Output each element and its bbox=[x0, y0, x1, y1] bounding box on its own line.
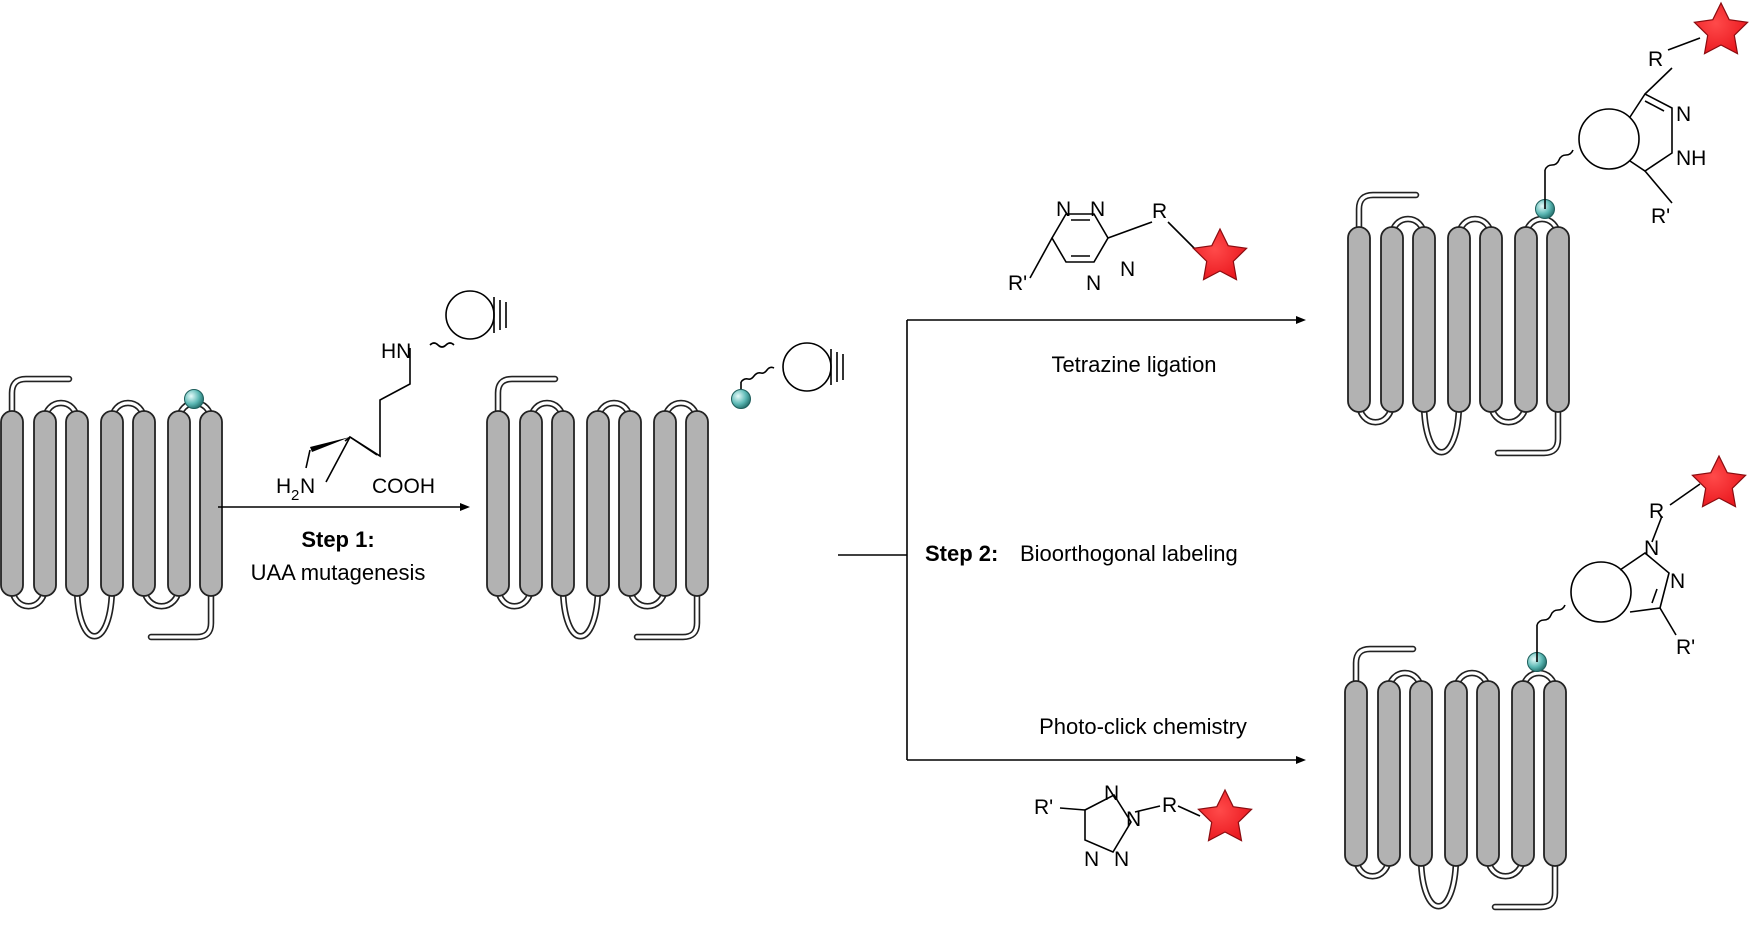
fluorophore-star-icon bbox=[1192, 228, 1248, 281]
fluorophore-star-icon bbox=[1691, 455, 1747, 508]
step1-subtitle: UAA mutagenesis bbox=[251, 560, 426, 585]
svg-text:R': R' bbox=[1676, 636, 1695, 659]
svg-text:N: N bbox=[1086, 272, 1101, 295]
fluorophore-star-icon bbox=[1197, 789, 1253, 842]
step2-title: Step 2: bbox=[925, 541, 998, 566]
step2-subtitle: Bioorthogonal labeling bbox=[1020, 541, 1238, 566]
svg-text:R: R bbox=[1162, 794, 1177, 817]
cyclooctyne-ring-icon bbox=[782, 342, 844, 392]
svg-text:N: N bbox=[1126, 808, 1141, 831]
svg-text:N: N bbox=[1644, 537, 1659, 560]
h2n-label-n: N bbox=[300, 475, 315, 498]
svg-text:R': R' bbox=[1651, 205, 1670, 228]
svg-text:N: N bbox=[1120, 258, 1135, 281]
tetrazine-structure: N N N N R R' bbox=[1008, 198, 1197, 295]
gpcr-icon bbox=[1, 379, 222, 637]
tetrazine-ligation-label: Tetrazine ligation bbox=[1051, 352, 1216, 377]
step1-title: Step 1: bbox=[301, 527, 374, 552]
svg-text:N: N bbox=[1114, 848, 1129, 871]
gpcr-icon bbox=[487, 379, 708, 637]
svg-text:R': R' bbox=[1008, 272, 1027, 295]
svg-text:N: N bbox=[1676, 103, 1691, 126]
svg-text:R: R bbox=[1152, 200, 1167, 223]
uaa-bead-icon bbox=[184, 389, 204, 409]
svg-text:R: R bbox=[1649, 500, 1664, 523]
svg-text:N: N bbox=[1056, 198, 1071, 221]
svg-text:N: N bbox=[1090, 198, 1105, 221]
fluorophore-star-icon bbox=[1693, 2, 1749, 55]
amine-nh-label: HN bbox=[381, 340, 411, 363]
gpcr-icon bbox=[1348, 195, 1569, 453]
h2n-label-sub: 2 bbox=[291, 487, 299, 504]
svg-text:N: N bbox=[1104, 782, 1119, 805]
svg-text:R': R' bbox=[1034, 796, 1053, 819]
uaa-structure: HN H 2 N COOH bbox=[276, 290, 507, 504]
uaa-bead-icon bbox=[731, 389, 751, 409]
pyridazine-product-structure: R N NH R' bbox=[1544, 37, 1706, 228]
tetrazole-structure: N N N N R R' bbox=[1034, 782, 1201, 871]
svg-text:N: N bbox=[1670, 570, 1685, 593]
gpcr-icon bbox=[1345, 649, 1566, 907]
svg-text:NH: NH bbox=[1676, 147, 1706, 170]
pyrazoline-product-structure: R N N R' bbox=[1536, 483, 1701, 662]
h2n-label-h: H bbox=[276, 475, 291, 498]
svg-text:R: R bbox=[1648, 48, 1663, 71]
svg-text:N: N bbox=[1084, 848, 1099, 871]
photo-click-label: Photo-click chemistry bbox=[1039, 714, 1247, 739]
acid-label: COOH bbox=[372, 475, 435, 498]
